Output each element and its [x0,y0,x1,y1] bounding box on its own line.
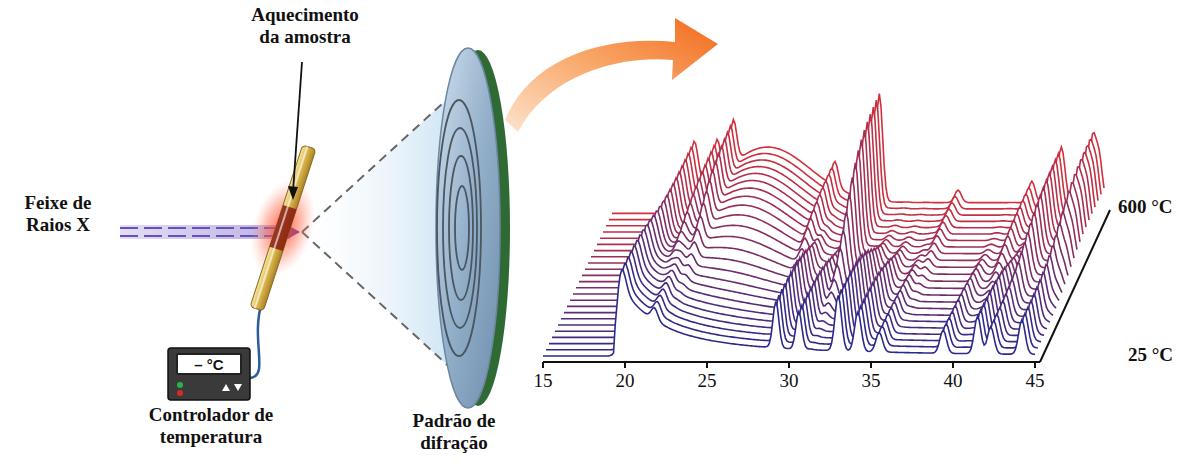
tick-mark [870,362,872,368]
orange-arrow [505,18,718,132]
capillary-sample [228,138,338,318]
pattern-label: Padrão de difração [392,410,516,454]
tick-mark [952,362,954,368]
temperature-controller [168,348,250,400]
tick-mark [706,362,708,368]
detector-plate [436,48,510,408]
controller-label: Controlador de temperatura [135,404,287,448]
curve-mask [543,270,1035,356]
leader-arrow [288,62,302,200]
axis-tick-label: 40 [933,370,973,392]
heating-label: Aquecimento da amostra [240,4,370,48]
temperature-label: 600 °C [1118,196,1173,218]
controller-display: – °C [176,353,242,375]
thermocouple-wire [250,302,262,378]
temperature-label: 25 °C [1128,344,1173,366]
tick-mark [624,362,626,368]
tick-mark [788,362,790,368]
axis-tick-label: 25 [687,370,727,392]
tick-mark [1034,362,1036,368]
diffractogram-stack [543,94,1104,356]
diffractogram-curve [543,270,1035,356]
tick-mark [542,362,544,368]
axis-tick-label: 20 [605,370,645,392]
axis-ticks [543,362,1035,368]
axis-tick-label: 30 [769,370,809,392]
diffraction-cone [302,92,455,372]
axis-tick-label: 35 [851,370,891,392]
axis-tick-label: 15 [523,370,563,392]
axis-tick-label: 45 [1015,370,1055,392]
beam-label: Feixe de Raios X [2,192,114,236]
display-readout: – °C [194,356,223,373]
